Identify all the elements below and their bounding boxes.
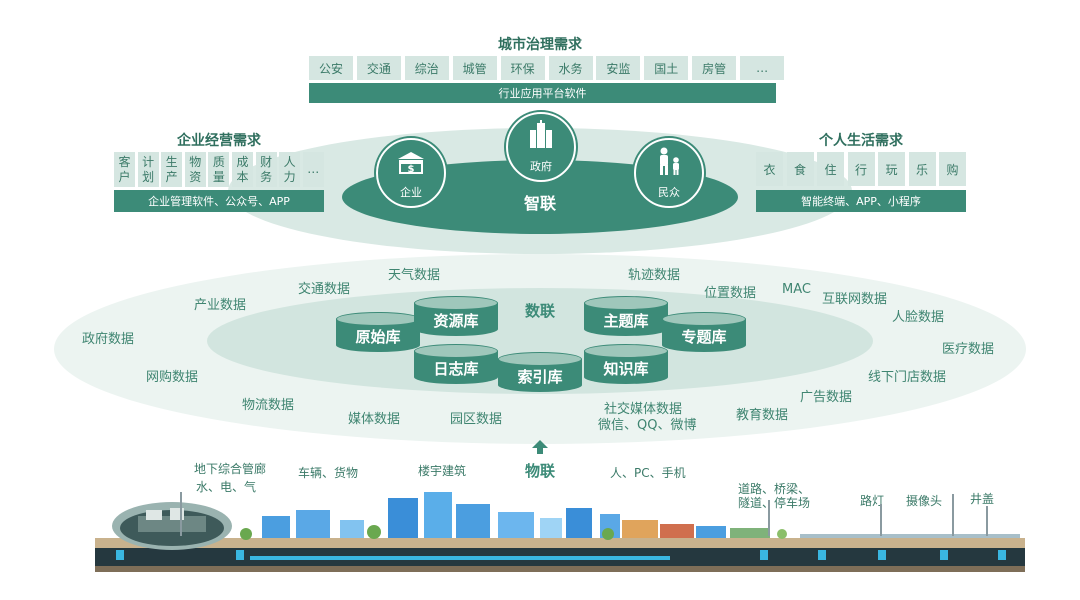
personal-bar: 智能终端、APP、小程序 — [756, 190, 966, 212]
personal-title: 个人生活需求 — [819, 133, 903, 149]
enterprise-item: 客户 — [114, 152, 135, 187]
database-cylinder: 日志库 — [414, 344, 498, 384]
database-label: 索引库 — [517, 368, 563, 386]
data-label: 医疗数据 — [942, 342, 995, 357]
iot-label: 车辆、货物 — [298, 466, 359, 480]
city-item: 国土 — [644, 56, 689, 80]
public-node-label: 民众 — [658, 186, 680, 199]
wulian-label: 物联 — [524, 462, 555, 480]
iot-label: 楼宇建筑 — [418, 464, 467, 478]
enterprise-node-label: 企业 — [400, 186, 422, 199]
enterprise-bar: 企业管理软件、公众号、APP — [114, 190, 324, 212]
enterprise-item: 人力 — [279, 152, 301, 187]
iot-label: 井盖 — [970, 492, 995, 506]
data-label: 物流数据 — [242, 398, 295, 413]
city-item: 综治 — [404, 56, 449, 80]
shulian-label: 数联 — [524, 302, 555, 320]
data-label: 网购数据 — [146, 370, 199, 385]
enterprise-item: 质量 — [208, 152, 230, 187]
svg-text:$: $ — [408, 164, 415, 175]
data-label: 媒体数据 — [348, 412, 401, 427]
enterprise-item: 物资 — [184, 152, 206, 187]
government-node-label: 政府 — [530, 160, 552, 173]
database-cylinder: 专题库 — [662, 312, 746, 352]
database-label: 原始库 — [355, 328, 401, 346]
personal-item: 玩 — [878, 152, 905, 186]
city-illustration — [95, 492, 1025, 572]
database-label: 资源库 — [433, 312, 479, 330]
city-item: 城管 — [452, 56, 497, 80]
data-label: 政府数据 — [82, 332, 135, 347]
enterprise-node: $ 企业 — [376, 138, 446, 208]
zhilian-label: 智联 — [523, 194, 556, 213]
enterprise-item: 财务 — [255, 152, 277, 187]
database-cylinder: 索引库 — [498, 352, 582, 392]
government-node: 政府 — [506, 112, 576, 182]
iot-label: 地下综合管廊 — [194, 462, 267, 476]
enterprise-title: 企业经营需求 — [177, 133, 261, 149]
data-label: 交通数据 — [298, 282, 351, 297]
iot-label: 道路、桥梁、 — [738, 482, 811, 496]
personal-item: 购 — [939, 152, 966, 186]
data-label: 线下门店数据 — [868, 370, 947, 385]
database-cylinder: 知识库 — [584, 344, 668, 384]
database-label: 专题库 — [681, 328, 727, 346]
personal-item: 行 — [847, 152, 875, 186]
public-node: 民众 — [634, 138, 704, 208]
data-label: 社交媒体数据 — [604, 402, 683, 417]
data-label: 位置数据 — [704, 286, 757, 301]
building-icon — [530, 120, 552, 148]
data-label: 微信、QQ、微博 — [598, 418, 697, 433]
city-item: 水务 — [548, 56, 593, 80]
bank-icon: $ — [398, 152, 424, 175]
data-label: 园区数据 — [450, 412, 503, 427]
enterprise-item: 计划 — [137, 152, 159, 187]
data-label: 人脸数据 — [892, 310, 945, 325]
city-bar: 行业应用平台软件 — [309, 83, 776, 103]
city-item: 安监 — [596, 56, 641, 80]
personal-item: 衣 — [756, 152, 783, 186]
family-icon — [660, 147, 679, 175]
database-label: 主题库 — [603, 312, 649, 330]
city-item: 交通 — [356, 56, 401, 80]
database-cylinder: 资源库 — [414, 296, 498, 336]
data-label: 广告数据 — [800, 390, 853, 405]
city-item: 环保 — [500, 56, 545, 80]
data-label: 教育数据 — [736, 408, 789, 423]
personal-item: 乐 — [908, 152, 936, 186]
iot-label: 隧道、停车场 — [738, 496, 811, 510]
iot-label: 摄像头 — [906, 494, 943, 508]
city-item: … — [740, 56, 785, 80]
city-title: 城市治理需求 — [498, 37, 582, 53]
city-item: 房管 — [692, 56, 737, 80]
enterprise-item: 成本 — [232, 152, 253, 187]
city-item: 公安 — [309, 56, 353, 80]
database-cylinder: 主题库 — [584, 296, 668, 336]
database-label: 知识库 — [603, 360, 649, 378]
database-cylinder: 原始库 — [336, 312, 420, 352]
database-label: 日志库 — [433, 360, 479, 378]
data-label: MAC — [782, 282, 811, 297]
iot-label: 路灯 — [860, 494, 885, 508]
iot-label: 水、电、气 — [196, 480, 257, 494]
data-label: 产业数据 — [194, 298, 247, 313]
iot-label: 人、PC、手机 — [610, 466, 686, 480]
enterprise-item: … — [302, 152, 324, 187]
enterprise-item: 生产 — [161, 152, 183, 187]
arrow-up-icon — [532, 440, 548, 454]
personal-item: 食 — [786, 152, 814, 186]
data-label: 互联网数据 — [822, 292, 888, 307]
personal-item: 住 — [817, 152, 844, 186]
data-label: 天气数据 — [388, 268, 441, 283]
data-label: 轨迹数据 — [628, 268, 681, 283]
